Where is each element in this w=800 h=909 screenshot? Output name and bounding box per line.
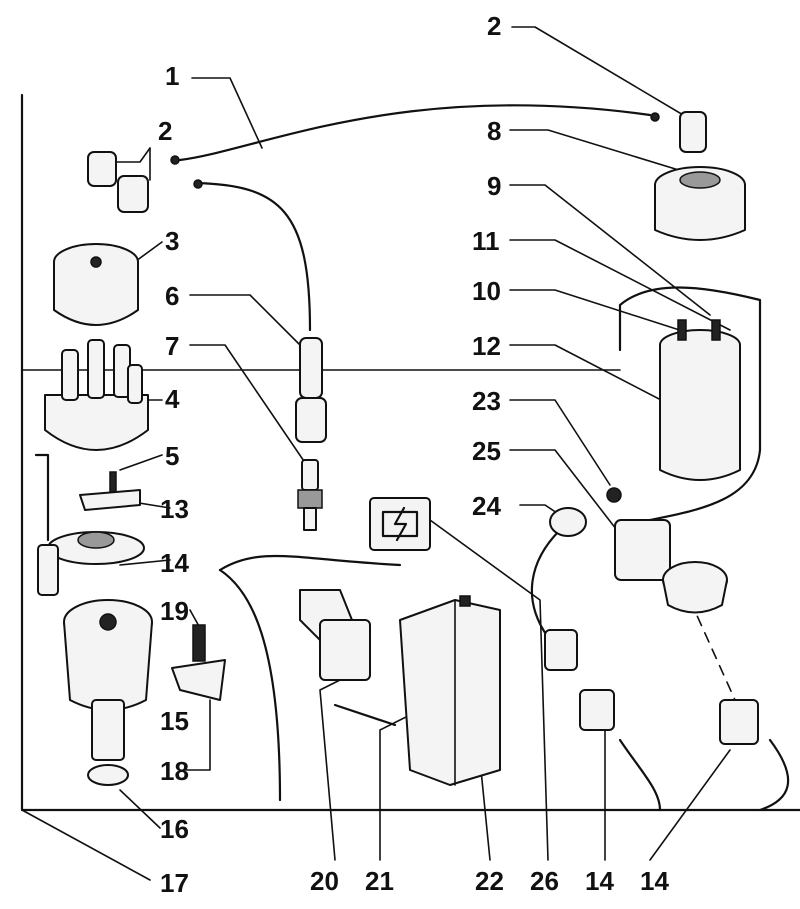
spark-plug-connector-right xyxy=(650,111,707,153)
hall-sender xyxy=(544,507,587,671)
callout-12: 12 xyxy=(472,331,501,361)
callout-14b: 14 xyxy=(585,866,614,896)
spark-plug-connector-left xyxy=(87,151,203,213)
callout-9: 9 xyxy=(487,171,501,201)
distributor-cap xyxy=(44,339,149,451)
callout-16: 16 xyxy=(160,814,189,844)
spark-plug xyxy=(297,459,323,531)
distributor-small-parts xyxy=(37,471,145,596)
callout-22: 22 xyxy=(475,866,504,896)
callout-24: 24 xyxy=(472,491,501,521)
callout-26: 26 xyxy=(530,866,559,896)
ignition-warning-symbol xyxy=(369,497,431,551)
callout-18: 18 xyxy=(160,756,189,786)
distributor-rotor xyxy=(53,243,139,326)
ht-leads xyxy=(34,104,790,812)
callout-6: 6 xyxy=(165,281,179,311)
callout-2a: 2 xyxy=(487,11,501,41)
coil-bracket xyxy=(606,487,728,614)
callout-14a: 14 xyxy=(160,548,189,578)
sensor-plugs-bottom xyxy=(579,689,759,745)
callout-13: 13 xyxy=(160,494,189,524)
clamp-and-bolt xyxy=(171,624,226,701)
callout-1: 1 xyxy=(165,61,179,91)
callout-11: 11 xyxy=(472,226,500,256)
callout-2b: 2 xyxy=(158,116,172,146)
ignition-coil xyxy=(659,319,741,481)
callout-10: 10 xyxy=(472,276,501,306)
suppressor-connector xyxy=(295,337,327,443)
callout-15: 15 xyxy=(160,706,189,736)
callouts: 1 2 2 3 4 5 6 7 8 9 10 11 12 13 14 14 14… xyxy=(158,11,669,898)
distributor-body xyxy=(63,599,153,786)
callout-7: 7 xyxy=(165,331,179,361)
callout-14c: 14 xyxy=(640,866,669,896)
callout-3: 3 xyxy=(165,226,179,256)
callout-17: 17 xyxy=(160,868,189,898)
control-unit-group xyxy=(299,589,501,786)
callout-19: 19 xyxy=(160,596,189,626)
coil-cover xyxy=(654,166,746,241)
callout-5: 5 xyxy=(165,441,179,471)
callout-8: 8 xyxy=(487,116,501,146)
callout-23: 23 xyxy=(472,386,501,416)
callout-21: 21 xyxy=(365,866,394,896)
callout-4: 4 xyxy=(165,384,180,414)
callout-25: 25 xyxy=(472,436,501,466)
callout-20: 20 xyxy=(310,866,339,896)
